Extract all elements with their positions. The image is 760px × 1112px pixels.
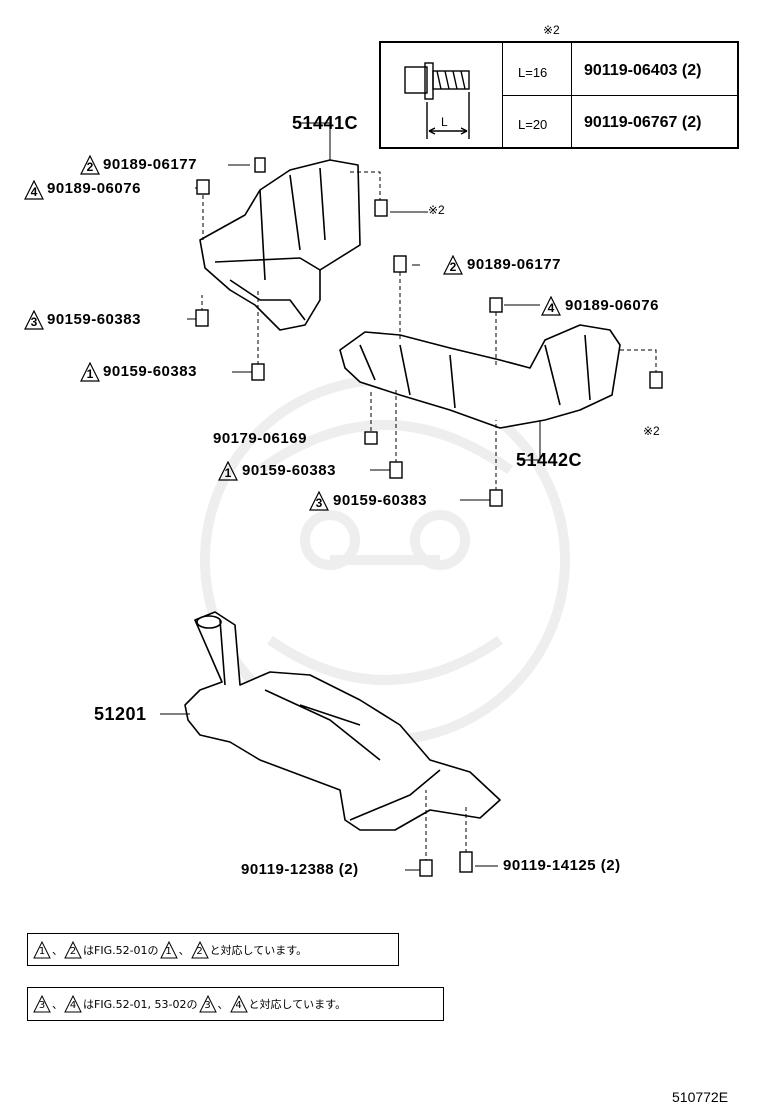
note-text: はFIG.52-01の xyxy=(83,943,159,957)
front-suspension-crossmember xyxy=(184,611,501,831)
callout-part-number: 90189-06076 xyxy=(565,297,659,314)
label-51441C: 51441C xyxy=(292,113,359,133)
triangle-mark-4: 4 xyxy=(541,296,561,316)
row2-length: L=20 xyxy=(518,117,548,132)
triangle-mark-3: 3 xyxy=(24,310,44,330)
callout-part-number: 90189-06177 xyxy=(103,156,197,173)
note-separator: 、 xyxy=(217,998,229,1011)
row1-part: 90119-06403 (2) xyxy=(584,62,702,79)
note-text: はFIG.52-01, 53-02の xyxy=(83,998,198,1011)
callout-part-number: 90159-60383 xyxy=(103,363,197,380)
callout-part-number: 90119-12388 (2) xyxy=(241,861,359,878)
note-separator: 、 xyxy=(178,943,190,957)
callout-part-number: 90189-06076 xyxy=(47,180,141,197)
triangle-mark: 4 xyxy=(229,994,248,1013)
triangle-mark: 1 xyxy=(33,940,51,959)
dimension-label: L xyxy=(441,115,448,129)
row1-length: L=16 xyxy=(518,65,548,80)
triangle-mark: 3 xyxy=(198,994,217,1013)
note-box-2: 3 、 4 はFIG.52-01, 53-02の 3 、 4 と対応しています。 xyxy=(27,987,444,1021)
callout-part-number: 90119-14125 (2) xyxy=(503,857,621,874)
callout-part-number: 90159-60383 xyxy=(333,492,427,509)
right-engine-under-cover xyxy=(339,324,621,429)
callout-part-number: 90189-06177 xyxy=(467,256,561,273)
bolt-spec-table: L L=16 90119-06403 (2) L=20 90119-06767 … xyxy=(379,41,739,149)
fasteners xyxy=(195,157,663,877)
ref-mark-lower: ※2 xyxy=(643,424,660,438)
note-separator: 、 xyxy=(52,943,63,957)
triangle-mark: 3 xyxy=(33,994,51,1013)
triangle-mark-3: 3 xyxy=(309,491,329,511)
triangle-mark-1: 1 xyxy=(218,461,238,481)
triangle-mark: 1 xyxy=(159,940,178,959)
triangle-mark: 2 xyxy=(190,940,209,959)
triangle-mark-2: 2 xyxy=(443,255,463,275)
label-51201: 51201 xyxy=(94,704,147,724)
triangle-mark: 2 xyxy=(64,940,82,959)
table-header-mark: ※2 xyxy=(543,23,560,37)
callout-part-number: 90179-06169 xyxy=(213,430,307,447)
ref-mark-upper: ※2 xyxy=(428,203,445,217)
row2-part: 90119-06767 (2) xyxy=(584,114,702,131)
note-separator: 、 xyxy=(52,998,63,1011)
figure-code: 510772E xyxy=(672,1089,729,1105)
label-51442C: 51442C xyxy=(516,450,583,470)
left-engine-under-cover xyxy=(199,159,361,331)
note-text: と対応しています。 xyxy=(248,998,347,1011)
triangle-mark: 4 xyxy=(64,994,82,1013)
note-box-1: 1 、 2 はFIG.52-01の 1 、 2 と対応しています。 xyxy=(27,933,399,966)
triangle-mark-2: 2 xyxy=(80,155,100,175)
triangle-mark-4: 4 xyxy=(24,180,44,200)
note-text: と対応しています。 xyxy=(209,943,308,957)
bolt-icon xyxy=(404,62,470,139)
callout-part-number: 90159-60383 xyxy=(242,462,336,479)
callout-part-number: 90159-60383 xyxy=(47,311,141,328)
triangle-mark-1: 1 xyxy=(80,362,100,382)
